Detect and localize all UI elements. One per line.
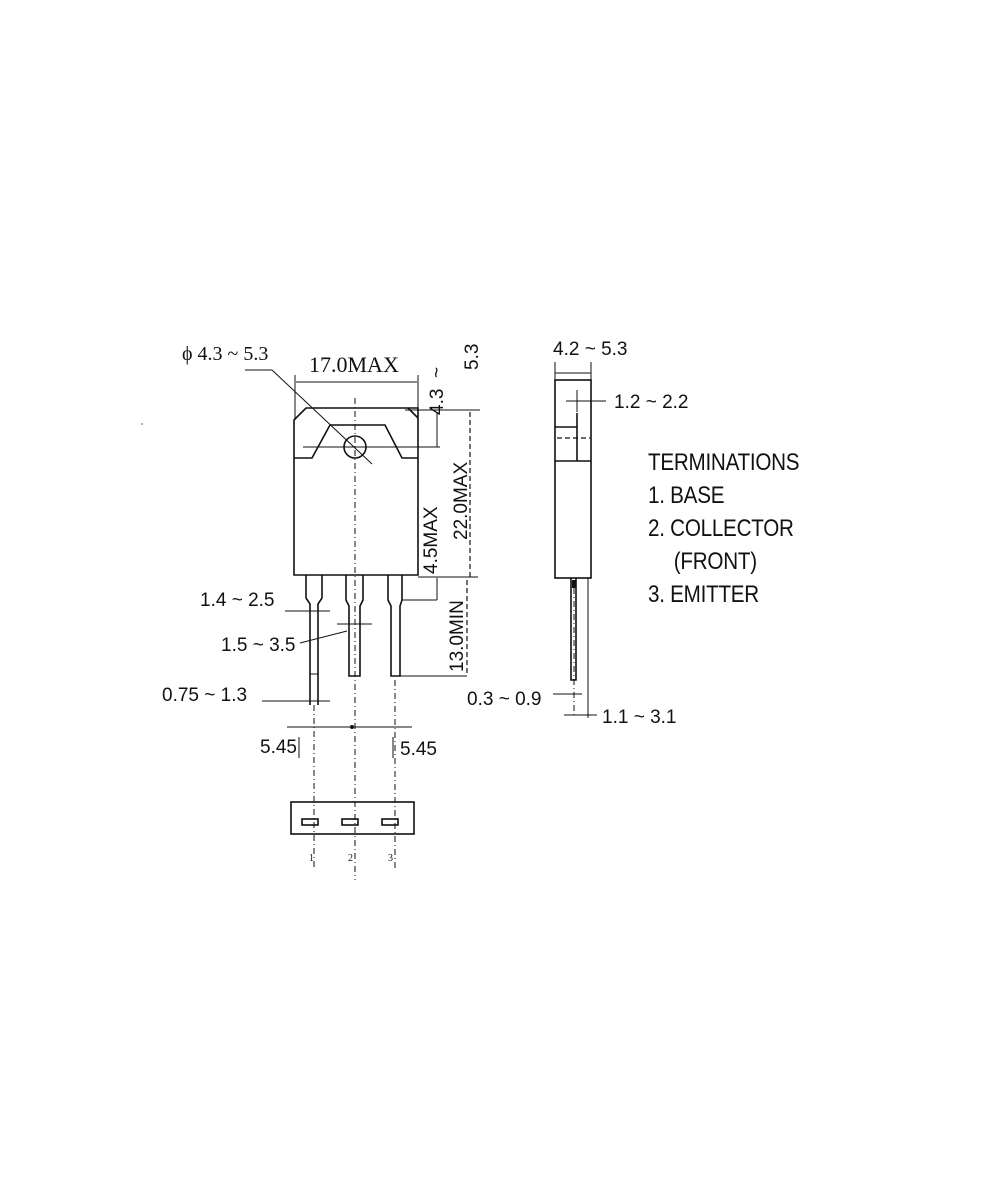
terminations-title: TERMINATIONS bbox=[648, 449, 800, 476]
pin-label-1: 1 bbox=[309, 853, 314, 864]
pin-2-pad bbox=[341, 818, 359, 826]
lead-length-label: 13.0MIN bbox=[447, 600, 468, 672]
lead-thickness-label: 0.3 ~ 0.9 bbox=[467, 689, 541, 710]
hole-offset-label-b: 5.3 bbox=[462, 344, 483, 370]
termination-base: 1. BASE bbox=[648, 482, 725, 509]
stray-mark bbox=[141, 423, 143, 425]
lead-width-label: 0.75 ~ 1.3 bbox=[162, 685, 247, 706]
lead-3 bbox=[387, 575, 403, 677]
front-view: 17.0MAX ϕ 4.3 ~ 5.3 4.3 ~ 5.3 22.0MAX 4.… bbox=[162, 343, 483, 880]
mounting-tab-cutout bbox=[294, 424, 418, 459]
pin-1-pad bbox=[301, 818, 319, 826]
pitch-right-label: 5.45 bbox=[400, 739, 437, 760]
pitch-left-label: 5.45 bbox=[260, 737, 297, 758]
hole-diameter-label: ϕ 4.3 ~ 5.3 bbox=[182, 343, 268, 365]
center-lead-width-label: 1.5 ~ 3.5 bbox=[221, 635, 295, 656]
bottom-body-outline bbox=[290, 801, 415, 835]
side-view: 4.2 ~ 5.3 1.2 ~ 2.2 0.3 ~ 0.9 1.1 ~ 3.1 bbox=[467, 339, 688, 728]
pin-label-2: 2 bbox=[348, 853, 353, 864]
pin-3-pad bbox=[381, 818, 399, 826]
pin-label-3: 3 bbox=[388, 853, 393, 864]
termination-collector: 2. COLLECTOR bbox=[648, 515, 794, 542]
bottom-view: 1 2 3 bbox=[290, 801, 415, 864]
lead-2 bbox=[345, 575, 364, 677]
thickness-label: 4.2 ~ 5.3 bbox=[553, 339, 627, 360]
termination-emitter: 3. EMITTER bbox=[648, 581, 759, 608]
lead-1 bbox=[305, 575, 323, 705]
hole-offset-label-a: 4.3 bbox=[427, 389, 448, 415]
width-dimension-label: 17.0MAX bbox=[309, 352, 399, 377]
tab-thickness-label: 1.2 ~ 2.2 bbox=[614, 392, 688, 413]
lead-shoulder-label: 4.5MAX bbox=[421, 506, 442, 574]
lead-shoulder-width-label: 1.4 ~ 2.5 bbox=[200, 590, 274, 611]
termination-collector-note: (FRONT) bbox=[673, 548, 757, 575]
hole-offset-tilde: ~ bbox=[427, 367, 448, 378]
side-body-outline bbox=[554, 379, 592, 579]
terminations-legend: TERMINATIONS 1. BASE 2. COLLECTOR (FRONT… bbox=[648, 446, 800, 611]
body-height-label: 22.0MAX bbox=[451, 462, 472, 540]
body-outline bbox=[293, 407, 419, 576]
lead-offset-label: 1.1 ~ 3.1 bbox=[602, 707, 676, 728]
